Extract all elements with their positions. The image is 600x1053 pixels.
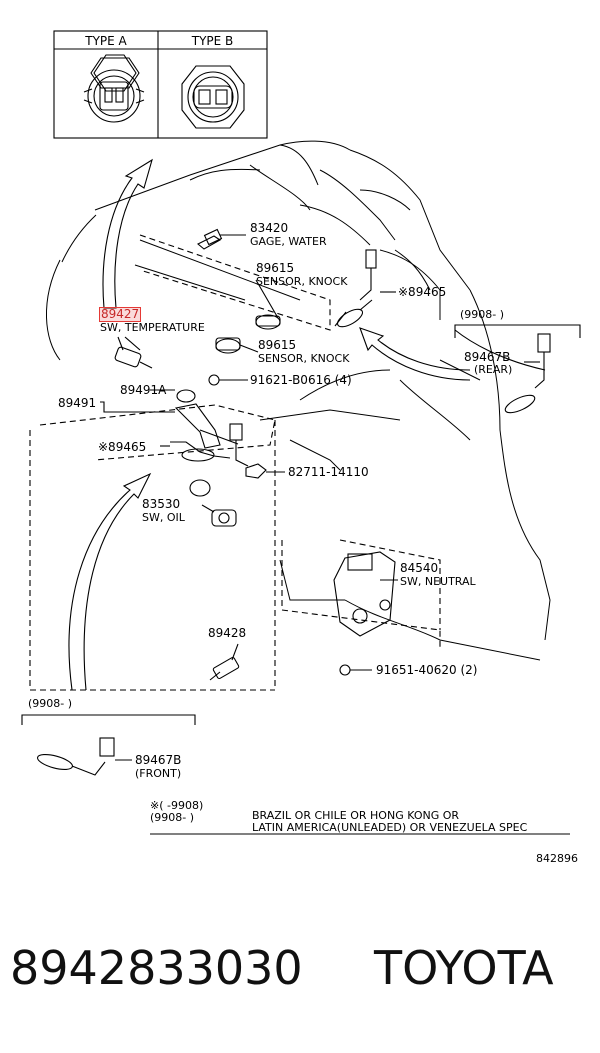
- oxygen-sensor-front-icon: [36, 737, 132, 776]
- part-89615-top-name: SENSOR, KNOCK: [256, 275, 348, 288]
- part-89465-top-number[interactable]: ※89465: [398, 285, 447, 299]
- caption-brand: TOYOTA: [374, 941, 554, 995]
- diagram-id: 842896: [536, 852, 578, 865]
- part-89615-top-number[interactable]: 89615: [256, 261, 295, 275]
- caption-part-number: 8942833030: [10, 941, 303, 995]
- gasket-icon: [189, 479, 211, 497]
- sensor-harness-89491-icon: [174, 389, 249, 467]
- part-82711-number[interactable]: 82711-14110: [288, 465, 369, 479]
- oxygen-sensor-top-icon: [334, 249, 396, 328]
- part-84540-number[interactable]: 84540: [400, 561, 439, 575]
- part-89465-mid-number[interactable]: ※89465: [98, 440, 147, 454]
- engine-dash-box-top: [139, 234, 331, 331]
- footnote-range-2: (9908- ): [150, 811, 195, 824]
- front-bracket-label: (9908- ): [28, 697, 73, 710]
- bolt-91651-icon: [339, 664, 351, 676]
- leader-89491: [100, 401, 175, 413]
- temperature-switch-icon: [114, 336, 153, 369]
- part-91621-number[interactable]: 91621-B0616 (4): [250, 373, 352, 387]
- neutral-switch-icon: [333, 551, 398, 637]
- part-89427-name: SW, TEMPERATURE: [100, 321, 205, 334]
- part-89467b-front-number[interactable]: 89467B: [135, 753, 182, 767]
- oxygen-sensor-mid-icon: [160, 441, 231, 462]
- part-83420-name: GAGE, WATER: [250, 235, 327, 248]
- oil-switch-icon: [201, 504, 237, 527]
- knock-sensor-top-icon: [255, 279, 281, 330]
- part-89467b-front-name: (FRONT): [135, 767, 182, 780]
- rear-bracket-label: (9908- ): [460, 308, 505, 321]
- front-bracket: [21, 714, 196, 725]
- type-a-sensor-icon: [83, 54, 145, 123]
- water-gage-sensor-icon: [197, 228, 246, 250]
- part-91651-number[interactable]: 91651-40620 (2): [376, 663, 478, 677]
- part-89491-number[interactable]: 89491: [58, 396, 97, 410]
- footnote-range-1: ※( -9908): [150, 799, 204, 812]
- oxygen-sensor-rear-icon: [504, 333, 551, 414]
- type-b-header: TYPE B: [191, 34, 234, 48]
- part-89427-number[interactable]: 89427: [98, 307, 142, 322]
- type-a-header: TYPE A: [85, 34, 127, 48]
- part-89467b-rear-name: (REAR): [474, 363, 513, 376]
- arrow-from-front-sensor: [68, 472, 152, 691]
- engine-block-outline: [45, 140, 551, 661]
- clamp-82711-icon: [245, 463, 285, 479]
- engine-dash-box-mid: [39, 404, 276, 461]
- footnote-text-2: LATIN AMERICA(UNLEADED) OR VENEZUELA SPE…: [252, 821, 528, 834]
- type-table-border: [53, 30, 268, 139]
- part-84540-name: SW, NEUTRAL: [400, 575, 476, 588]
- sensor-89428-icon: [209, 643, 240, 681]
- footnote-text-1: BRAZIL OR CHILE OR HONG KONG OR: [252, 809, 460, 822]
- knock-sensor-bottom-icon: [215, 337, 259, 354]
- part-89467b-rear-number[interactable]: 89467B: [464, 350, 511, 364]
- part-89615-bottom-number[interactable]: 89615: [258, 338, 297, 352]
- arrow-from-rear-sensor-2: [454, 329, 546, 371]
- rear-bracket: [454, 324, 581, 338]
- arrow-to-table: [102, 158, 153, 309]
- engine-dash-box-bottom: [29, 430, 275, 691]
- bolt-91621-icon: [208, 374, 220, 386]
- arrow-from-rear-sensor-1: [359, 327, 471, 381]
- part-83420-number[interactable]: 83420: [250, 221, 289, 235]
- part-83530-name: SW, OIL: [142, 511, 185, 524]
- part-89428-number[interactable]: 89428: [208, 626, 247, 640]
- part-89615-bottom-name: SENSOR, KNOCK: [258, 352, 350, 365]
- part-89491a-number[interactable]: 89491A: [120, 383, 167, 397]
- type-b-sensor-icon: [181, 65, 245, 129]
- part-83530-number[interactable]: 83530: [142, 497, 181, 511]
